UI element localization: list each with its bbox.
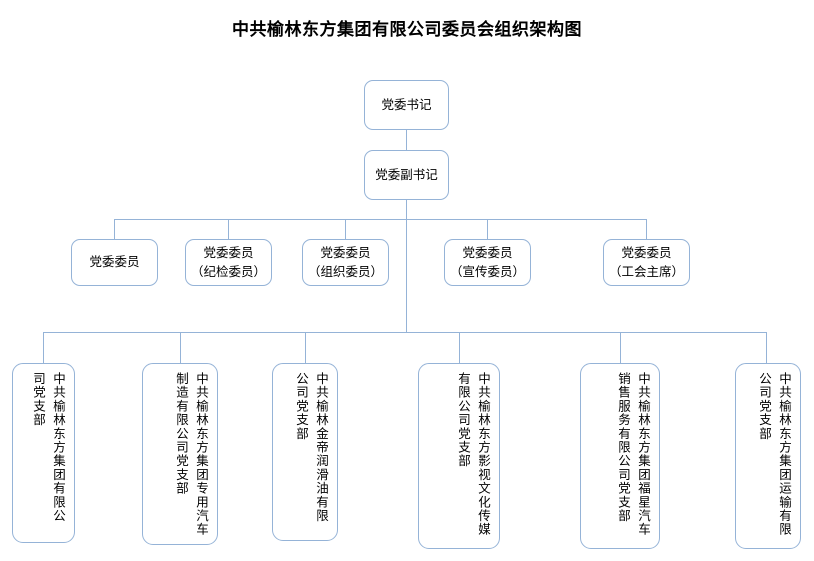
node-label: 党委委员（工会主席） bbox=[608, 245, 684, 279]
node-label: 党委委员（宣传委员） bbox=[449, 245, 525, 279]
node-deputy-party-secretary[interactable]: 党委副书记 bbox=[364, 150, 449, 200]
node-branch-transport[interactable]: 中共榆林东方集团运输有限公司党支部 bbox=[735, 363, 801, 549]
node-label: 中共榆林东方集团专用汽车制造有限公司党支部 bbox=[174, 372, 209, 537]
connector-drop-branch-2 bbox=[180, 332, 181, 363]
connector-drop-committee-5 bbox=[646, 219, 647, 239]
connector-drop-branch-5 bbox=[620, 332, 621, 363]
node-label: 中共榆林东方集团有限公司党支部 bbox=[31, 372, 66, 523]
node-branch-jindi-lubricant[interactable]: 中共榆林金帝润滑油有限公司党支部 bbox=[272, 363, 338, 541]
node-committee-member-1[interactable]: 党委委员 bbox=[71, 239, 158, 286]
connector-drop-branch-1 bbox=[43, 332, 44, 363]
node-branch-special-vehicle[interactable]: 中共榆林东方集团专用汽车制造有限公司党支部 bbox=[142, 363, 218, 545]
node-committee-member-discipline[interactable]: 党委委员（纪检委员） bbox=[185, 239, 272, 286]
connector-committee-bus bbox=[114, 219, 647, 220]
node-label: 党委副书记 bbox=[375, 166, 438, 182]
node-branch-group-hq[interactable]: 中共榆林东方集团有限公司党支部 bbox=[12, 363, 75, 543]
node-committee-member-propaganda[interactable]: 党委委员（宣传委员） bbox=[444, 239, 531, 286]
node-label: 党委委员（组织委员） bbox=[307, 245, 383, 279]
node-label: 中共榆林金帝润滑油有限公司党支部 bbox=[294, 372, 329, 523]
connector-drop-branch-3 bbox=[305, 332, 306, 363]
node-label: 党委书记 bbox=[381, 96, 432, 112]
node-branch-film-media[interactable]: 中共榆林东方影视文化传媒有限公司党支部 bbox=[418, 363, 500, 549]
node-party-secretary[interactable]: 党委书记 bbox=[364, 80, 449, 130]
connector-drop-branch-6 bbox=[766, 332, 767, 363]
connector-deputy-trunk bbox=[406, 200, 407, 219]
connector-drop-branch-4 bbox=[459, 332, 460, 363]
node-label: 党委委员 bbox=[89, 254, 140, 270]
page-title: 中共榆林东方集团有限公司委员会组织架构图 bbox=[232, 20, 582, 40]
connector-main-trunk-lower bbox=[406, 219, 407, 332]
connector-secretary-to-deputy bbox=[406, 130, 407, 150]
node-label: 中共榆林东方集团福星汽车销售服务有限公司党支部 bbox=[616, 372, 651, 537]
connector-branch-bus bbox=[43, 332, 766, 333]
node-label: 中共榆林东方集团运输有限公司党支部 bbox=[757, 372, 792, 537]
node-committee-member-organization[interactable]: 党委委员（组织委员） bbox=[302, 239, 389, 286]
connector-drop-committee-1 bbox=[114, 219, 115, 239]
node-label: 党委委员（纪检委员） bbox=[190, 245, 266, 279]
node-branch-fuxing-auto-sales[interactable]: 中共榆林东方集团福星汽车销售服务有限公司党支部 bbox=[580, 363, 660, 549]
connector-drop-committee-4 bbox=[487, 219, 488, 239]
node-committee-member-union-chair[interactable]: 党委委员（工会主席） bbox=[603, 239, 690, 286]
connector-drop-committee-3 bbox=[345, 219, 346, 239]
connector-drop-committee-2 bbox=[228, 219, 229, 239]
node-label: 中共榆林东方影视文化传媒有限公司党支部 bbox=[456, 372, 491, 537]
